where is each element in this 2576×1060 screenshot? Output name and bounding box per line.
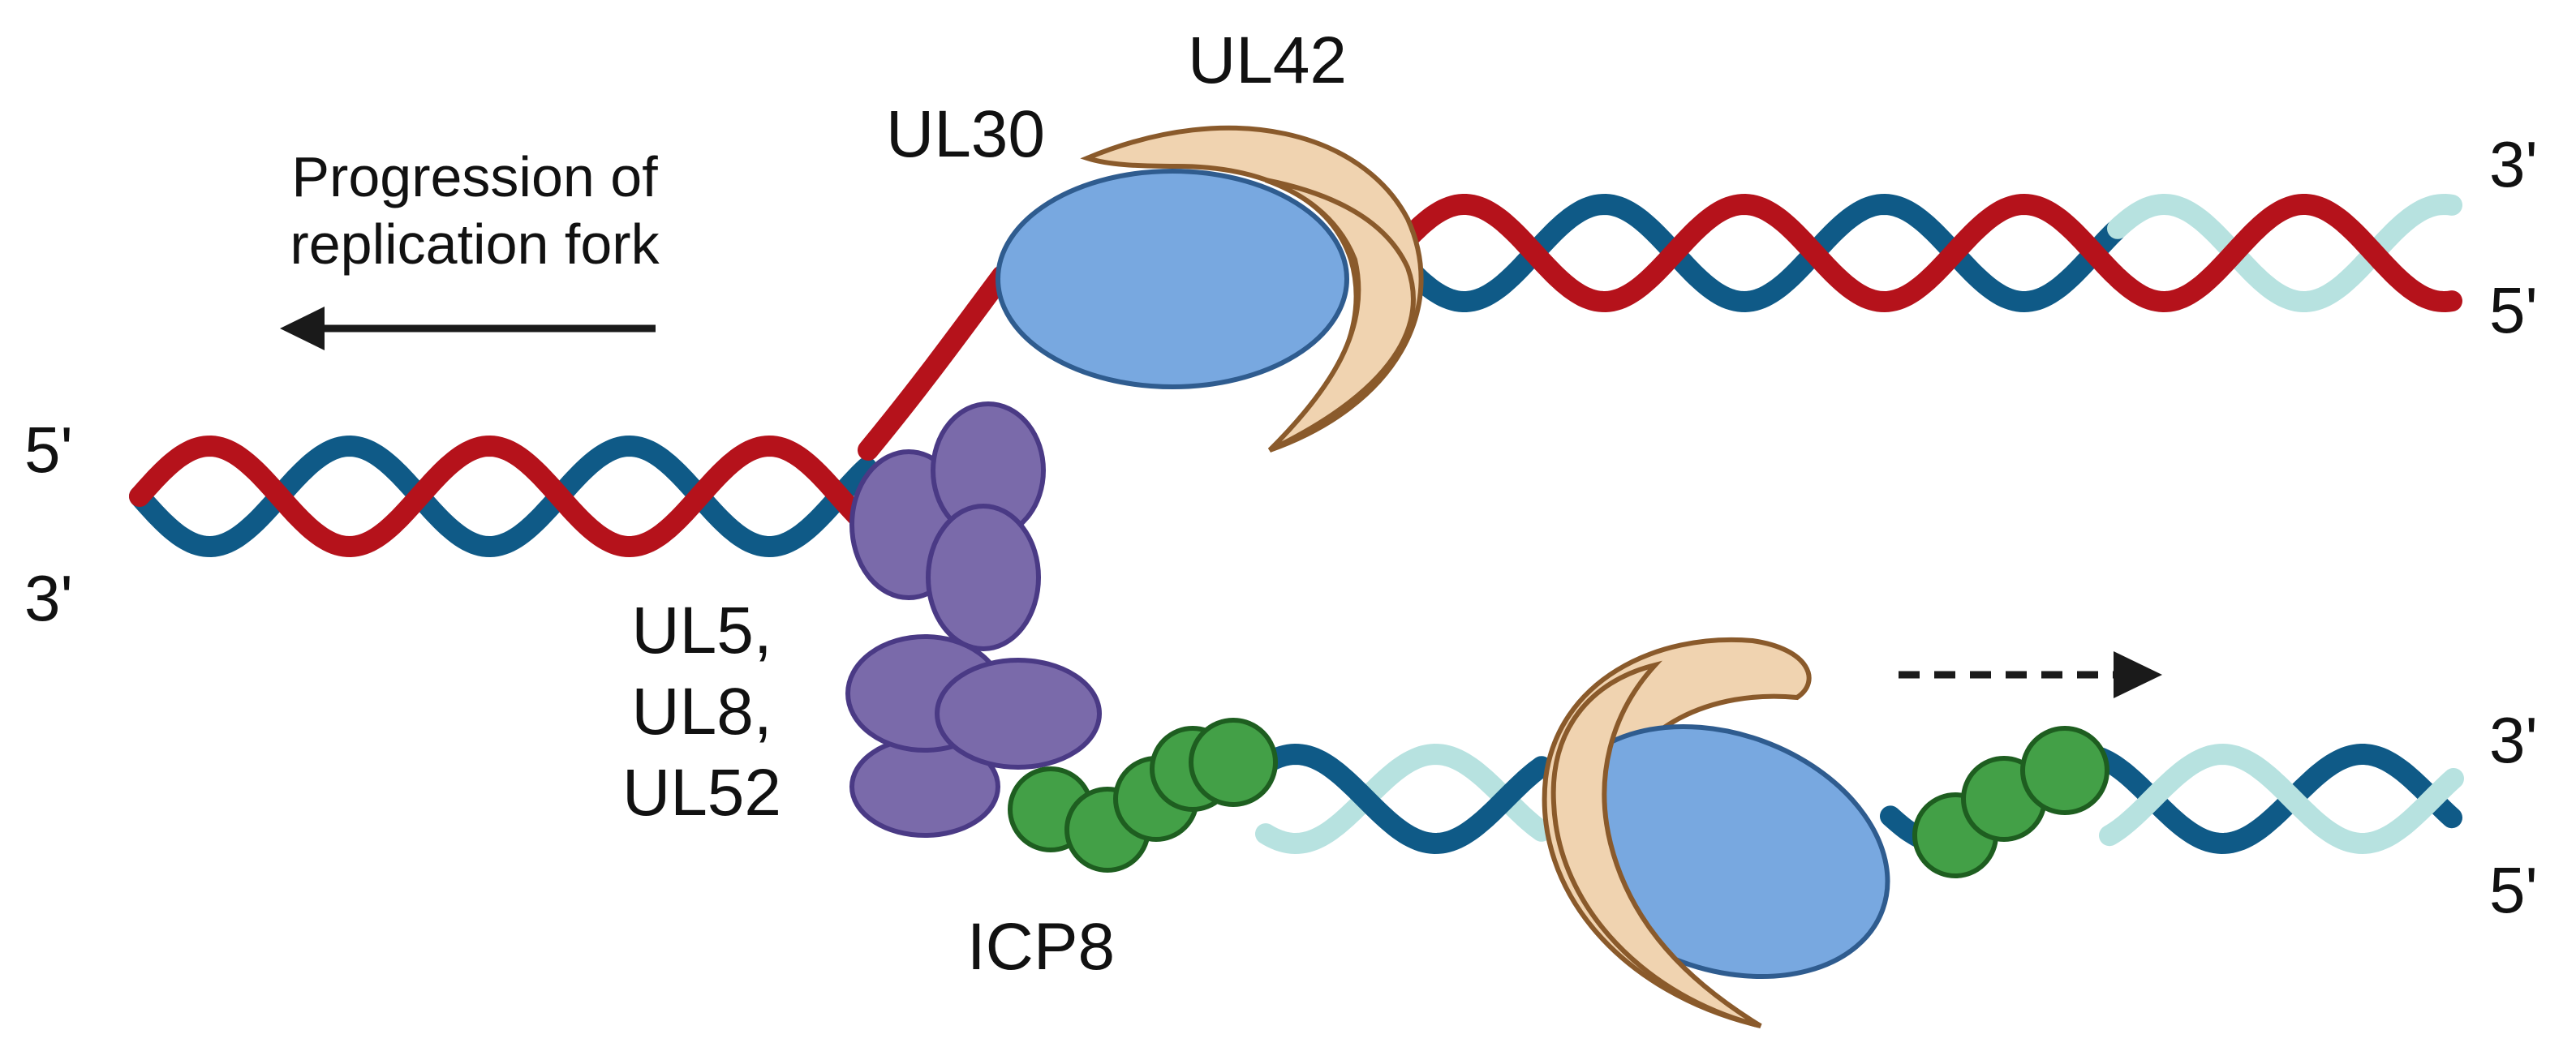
icp8-chain-left-icon <box>1008 718 1278 873</box>
helicase-label-line1: UL5, <box>631 594 772 667</box>
helicase-primase-cluster-icon <box>845 401 1102 838</box>
leading-strand-red <box>1397 193 2126 313</box>
ul30-label: UL30 <box>886 97 1045 171</box>
lagging-primer-left <box>1255 743 1552 855</box>
progression-label-line1: Progression of <box>291 145 658 208</box>
lagging-primer-right <box>2099 743 2464 855</box>
leading-duplex <box>1397 193 2462 313</box>
lower-clamp-front <box>1550 660 1762 1028</box>
ul30-polymerase-icon <box>996 169 1349 389</box>
icp8-chain-right-icon <box>1912 726 2109 878</box>
synthesis-direction-arrowhead <box>2114 651 2162 698</box>
leading-strand-red-end <box>2107 194 2462 313</box>
left-5prime-label: 5' <box>24 414 73 486</box>
leading-primer-strand <box>2107 193 2462 312</box>
parental-strand-blue <box>129 435 877 558</box>
helicase-label-line3: UL52 <box>622 756 781 830</box>
leading-strand-blue <box>1397 193 2126 313</box>
lower-right-3prime-label: 3' <box>2489 704 2538 776</box>
icp8-label: ICP8 <box>967 910 1115 984</box>
helicase-label-line2: UL8, <box>631 675 772 749</box>
progression-label-line2: replication fork <box>290 212 660 276</box>
parental-strand-red <box>129 435 877 558</box>
lower-polymerase-complex <box>1542 637 1890 1028</box>
fork-direction-arrowhead <box>280 307 325 350</box>
lower-right-5prime-label: 5' <box>2489 854 2538 926</box>
upper-polymerase-complex <box>996 125 1424 453</box>
ul42-clamp-front <box>1264 178 1416 453</box>
template-strand-upper-connector <box>858 265 1013 461</box>
parental-duplex <box>129 435 877 558</box>
upper-right-5prime-label: 5' <box>2489 274 2538 346</box>
ul42-label: UL42 <box>1188 24 1347 97</box>
left-3prime-label: 3' <box>24 562 73 634</box>
upper-right-3prime-label: 3' <box>2489 128 2538 200</box>
lagging-strand-blue-left <box>1255 743 1552 855</box>
